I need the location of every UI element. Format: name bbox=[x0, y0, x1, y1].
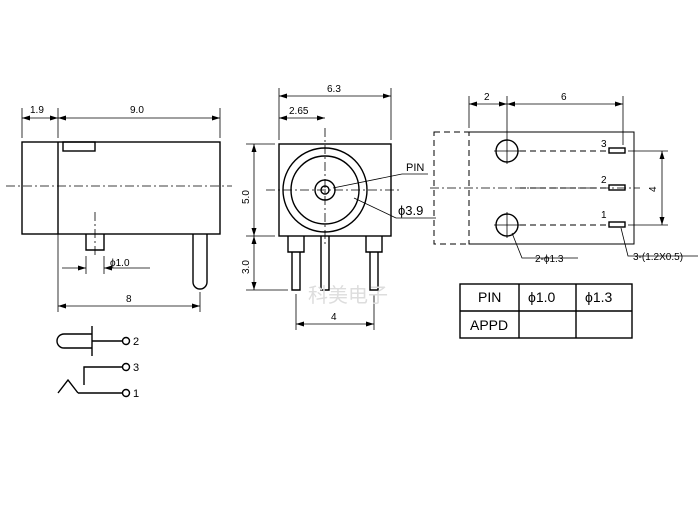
side-dim-pin-dia: ϕ1.0 bbox=[110, 258, 130, 269]
spec-table-header-dia-1-0: ϕ1.0 bbox=[528, 289, 556, 305]
spec-table: PIN ϕ1.0 ϕ1.3 APPD bbox=[459, 283, 633, 339]
arrowhead bbox=[58, 115, 66, 121]
front-dim-3-0: 3.0 bbox=[241, 260, 252, 274]
arrowhead bbox=[212, 115, 220, 121]
arrowhead bbox=[50, 115, 58, 121]
arrowhead bbox=[383, 93, 391, 99]
arrowhead bbox=[279, 115, 287, 121]
pin-3-wire bbox=[83, 366, 122, 385]
arrowhead bbox=[507, 101, 515, 107]
arrowhead bbox=[279, 93, 287, 99]
pcb-hole-label: 2-ϕ1.3 bbox=[535, 254, 564, 265]
pin-1-terminal bbox=[121, 388, 131, 398]
front-hole-leader bbox=[353, 197, 397, 219]
front-pin-leader bbox=[332, 173, 403, 189]
front-dim-6-3: 6.3 bbox=[327, 84, 341, 95]
arrowhead bbox=[58, 303, 66, 309]
pcb-hole-leader bbox=[511, 232, 578, 259]
front-pin-right bbox=[369, 252, 379, 291]
arrowhead bbox=[469, 101, 477, 107]
arrowhead bbox=[317, 115, 325, 121]
arrowhead bbox=[78, 265, 86, 271]
schematic-symbol: 2 3 1 bbox=[56, 326, 139, 400]
pcb-footprint: 3 2 1 2 6 4 2-ϕ1.3 3-(1.2X0.5) bbox=[430, 92, 698, 265]
side-long-pin bbox=[192, 234, 208, 290]
front-pin-left-tab bbox=[287, 236, 305, 253]
spec-table-header-dia-1-3: ϕ1.3 bbox=[585, 289, 613, 305]
watermark: 科美电子 bbox=[308, 283, 388, 307]
front-pin-left bbox=[291, 252, 301, 291]
pcb-pin-number-2: 2 bbox=[601, 175, 607, 186]
spring-contact-symbol bbox=[57, 378, 79, 394]
side-dim-1-9: 1.9 bbox=[30, 105, 44, 116]
arrowhead bbox=[499, 101, 507, 107]
front-dim-4: 4 bbox=[331, 312, 337, 323]
front-hole-label: ϕ3.9 bbox=[398, 203, 423, 218]
arrowhead bbox=[659, 151, 665, 159]
front-dim-2-65: 2.65 bbox=[289, 106, 309, 117]
arrowhead bbox=[296, 321, 304, 327]
pcb-slot-label: 3-(1.2X0.5) bbox=[633, 252, 683, 263]
schematic-pin-2: 2 bbox=[133, 336, 139, 348]
pcb-slot-3 bbox=[608, 147, 626, 154]
pcb-dim-2: 2 bbox=[484, 92, 490, 103]
arrowhead bbox=[366, 321, 374, 327]
front-dim-5-0: 5.0 bbox=[241, 190, 252, 204]
arrowhead bbox=[659, 217, 665, 225]
spec-table-header-pin: PIN bbox=[478, 289, 501, 305]
arrowhead bbox=[104, 265, 112, 271]
side-dim-8: 8 bbox=[126, 294, 132, 305]
front-pin-center bbox=[320, 236, 330, 291]
arrowhead bbox=[251, 282, 257, 290]
plug-symbol bbox=[56, 333, 92, 349]
pin-3-terminal bbox=[121, 362, 131, 372]
arrowhead bbox=[22, 115, 30, 121]
schematic-pin-1: 1 bbox=[133, 388, 139, 400]
arrowhead bbox=[251, 236, 257, 244]
side-view: 1.9 9.0 ϕ1.0 8 bbox=[6, 105, 232, 312]
front-pin-label: PIN bbox=[406, 162, 424, 174]
pcb-dim-6: 6 bbox=[561, 92, 567, 103]
arrowhead bbox=[251, 144, 257, 152]
side-dim-9-0: 9.0 bbox=[130, 105, 144, 116]
spec-table-row-label: APPD bbox=[470, 317, 508, 333]
arrowhead bbox=[615, 101, 623, 107]
side-body-outline bbox=[21, 141, 221, 235]
side-top-tab bbox=[62, 141, 96, 152]
schematic-pin-3: 3 bbox=[133, 362, 139, 374]
pcb-pin-number-1: 1 bbox=[601, 210, 607, 221]
pcb-slot-2 bbox=[608, 184, 626, 191]
pcb-slot-leader bbox=[620, 227, 698, 257]
pin-2-terminal bbox=[121, 336, 131, 346]
arrowhead bbox=[251, 228, 257, 236]
pcb-slot-1 bbox=[608, 221, 626, 228]
pcb-dim-4: 4 bbox=[648, 186, 659, 192]
front-pin-right-tab bbox=[365, 236, 383, 253]
front-view: 6.3 2.65 5.0 3.0 4 PIN ϕ3.9 bbox=[241, 84, 436, 330]
arrowhead bbox=[192, 303, 200, 309]
pcb-pin-number-3: 3 bbox=[601, 139, 607, 150]
